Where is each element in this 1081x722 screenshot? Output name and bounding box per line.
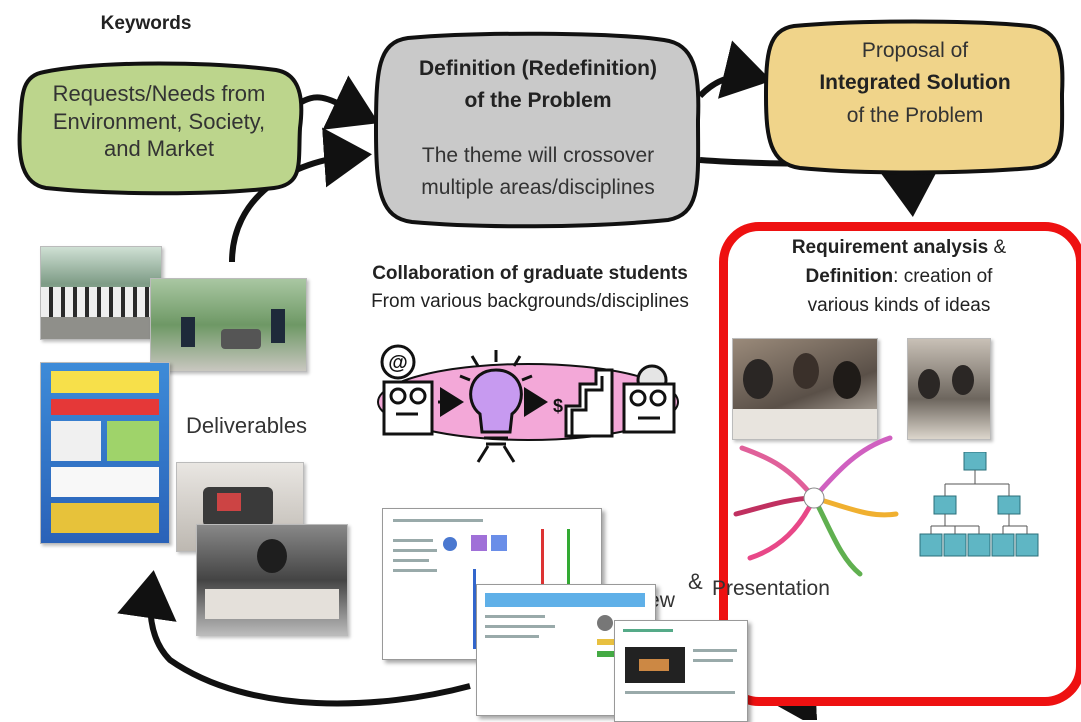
keywords-line-3: and Market bbox=[103, 136, 215, 161]
requirement-bold-1: Requirement analysis bbox=[791, 237, 989, 258]
keywords-blob bbox=[17, 61, 304, 196]
requirement-rest-2: : creation of bbox=[893, 265, 993, 287]
definition-blob bbox=[373, 31, 701, 229]
requirement-line-3: various kinds of ideas bbox=[807, 294, 991, 316]
review-document-3 bbox=[614, 620, 748, 722]
review-amp: & bbox=[688, 569, 703, 594]
definition-title: Definition (Redefinition) of the Problem bbox=[376, 56, 700, 115]
collaboration-line-2: From various backgrounds/disciplines bbox=[371, 290, 689, 312]
proposal-text: Proposal of Integrated Solution of the P… bbox=[770, 38, 1060, 129]
definition-body-line-2: multiple areas/disciplines bbox=[421, 176, 655, 200]
requirement-text: Requirement analysis & Definition: creat… bbox=[740, 236, 1058, 317]
proposal-line-3: of the Problem bbox=[846, 103, 984, 127]
presentation-label: Presentation bbox=[712, 577, 830, 600]
dollar-symbol: $ bbox=[553, 396, 563, 416]
meeting-photo-2 bbox=[907, 338, 991, 440]
proposal-blob bbox=[763, 19, 1065, 175]
poster-image bbox=[40, 362, 170, 544]
keywords-line-2: Environment, Society, bbox=[52, 108, 266, 134]
keywords-text: Requests/Needs from Environment, Society… bbox=[26, 80, 292, 163]
collaboration-text: Collaboration of graduate students From … bbox=[330, 262, 730, 314]
keywords-line-1: Requests/Needs from bbox=[52, 81, 266, 106]
person-icon-right bbox=[622, 364, 676, 434]
definition-body-line-1: The theme will crossover bbox=[421, 144, 655, 167]
collaboration-line-1: Collaboration of graduate students bbox=[372, 263, 688, 284]
definition-body: The theme will crossover multiple areas/… bbox=[376, 143, 700, 202]
keywords-heading: Keywords bbox=[100, 13, 192, 34]
arrow-keywords-to-definition bbox=[296, 75, 379, 130]
proposal-line-1: Proposal of bbox=[861, 39, 969, 62]
collaboration-illustration: @ $ bbox=[377, 344, 679, 463]
definition-title-line-1: Definition (Redefinition) bbox=[419, 57, 657, 80]
hierarchy-diagram bbox=[919, 452, 1039, 557]
stairs-icon bbox=[564, 368, 614, 438]
meeting-photo bbox=[732, 338, 878, 440]
requirement-bold-2: Definition bbox=[805, 265, 894, 287]
lightbulb-icon bbox=[459, 350, 533, 463]
at-icon bbox=[380, 344, 416, 380]
definition-title-line-2: of the Problem bbox=[464, 89, 612, 113]
arrow-definition-to-proposal bbox=[697, 40, 772, 99]
deliverables-label: Deliverables bbox=[186, 413, 308, 438]
robot-outdoor-photo bbox=[150, 278, 307, 372]
requirement-amp: & bbox=[988, 237, 1007, 258]
group-photo bbox=[40, 246, 162, 340]
proposal-line-2: Integrated Solution bbox=[819, 71, 1011, 95]
mind-map-image bbox=[733, 435, 899, 577]
arrow-review-to-deliverables bbox=[117, 570, 471, 707]
at-symbol: @ bbox=[388, 352, 408, 374]
workshop-photo bbox=[196, 524, 348, 636]
person-icon bbox=[382, 380, 434, 436]
